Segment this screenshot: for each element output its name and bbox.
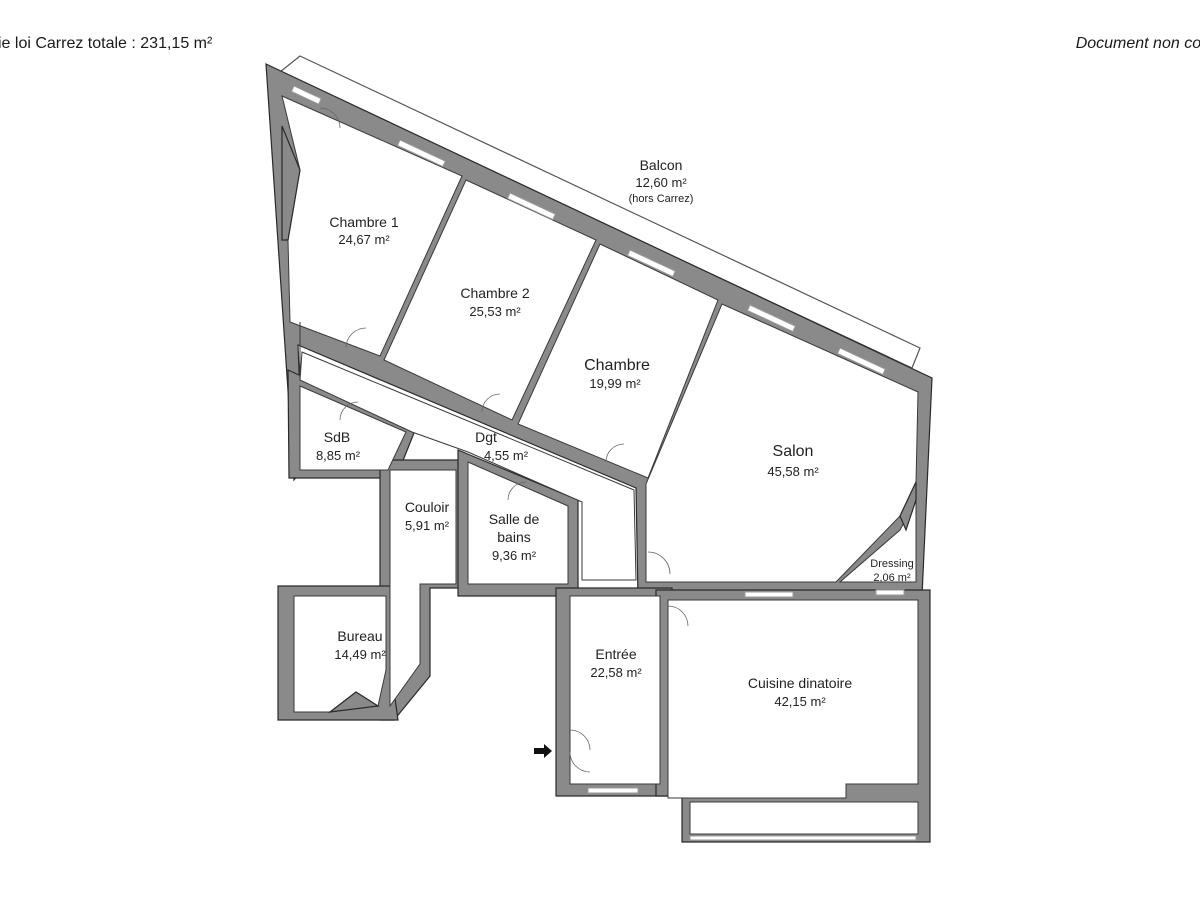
chambre-1-label: Chambre 1 bbox=[329, 214, 398, 230]
disclaimer-caption: Document non con bbox=[1075, 35, 1200, 52]
total-area-caption: cie loi Carrez totale : 231,15 m² bbox=[0, 35, 213, 52]
chambre1-column bbox=[281, 125, 301, 241]
entry-arrow-icon bbox=[534, 744, 552, 758]
salle-de-bains-area: 9,36 m² bbox=[492, 548, 537, 563]
balcon-note: (hors Carrez) bbox=[629, 193, 694, 205]
room-couloir bbox=[389, 469, 457, 708]
room-sdb bbox=[299, 385, 407, 471]
dgt-label: Dgt bbox=[475, 429, 497, 445]
bureau-label: Bureau bbox=[337, 628, 382, 644]
bureau-area: 14,49 m² bbox=[334, 647, 386, 662]
salle-de-bains-label-1: Salle de bbox=[489, 511, 540, 527]
sdb-area: 8,85 m² bbox=[316, 448, 361, 463]
chambre-2-area: 25,53 m² bbox=[469, 304, 521, 319]
room-dgt bbox=[299, 351, 637, 581]
room-cuisine bbox=[667, 599, 919, 799]
cuisine-area: 42,15 m² bbox=[774, 694, 826, 709]
couloir-label: Couloir bbox=[405, 499, 450, 515]
chambre-label: Chambre bbox=[584, 357, 650, 374]
room-cuisine-strip bbox=[689, 801, 919, 835]
balcon-label: Balcon bbox=[640, 157, 683, 173]
entree-area: 22,58 m² bbox=[590, 665, 642, 680]
cuisine-label: Cuisine dinatoire bbox=[748, 675, 852, 691]
salon-corner-column bbox=[899, 481, 917, 532]
chambre-2-label: Chambre 2 bbox=[460, 285, 529, 301]
salon-area: 45,58 m² bbox=[767, 464, 819, 479]
room-salon bbox=[645, 303, 919, 583]
dressing-label: Dressing bbox=[870, 558, 913, 570]
door-swings bbox=[319, 107, 689, 773]
room-entree bbox=[569, 595, 661, 785]
dgt-area: 4,55 m² bbox=[484, 448, 529, 463]
chambre-1-area: 24,67 m² bbox=[338, 232, 390, 247]
balcon-area: 12,60 m² bbox=[635, 175, 687, 190]
room-salle-de-bains bbox=[467, 461, 569, 585]
sdb-label: SdB bbox=[324, 429, 350, 445]
salle-de-bains-label-2: bains bbox=[497, 529, 530, 545]
dressing-area: 2,06 m² bbox=[873, 572, 911, 584]
bureau-corner-column bbox=[327, 691, 380, 713]
entree-label: Entrée bbox=[595, 646, 636, 662]
salon-label: Salon bbox=[773, 443, 814, 460]
windows bbox=[290, 85, 917, 841]
couloir-area: 5,91 m² bbox=[405, 518, 450, 533]
chambre-area: 19,99 m² bbox=[589, 376, 641, 391]
